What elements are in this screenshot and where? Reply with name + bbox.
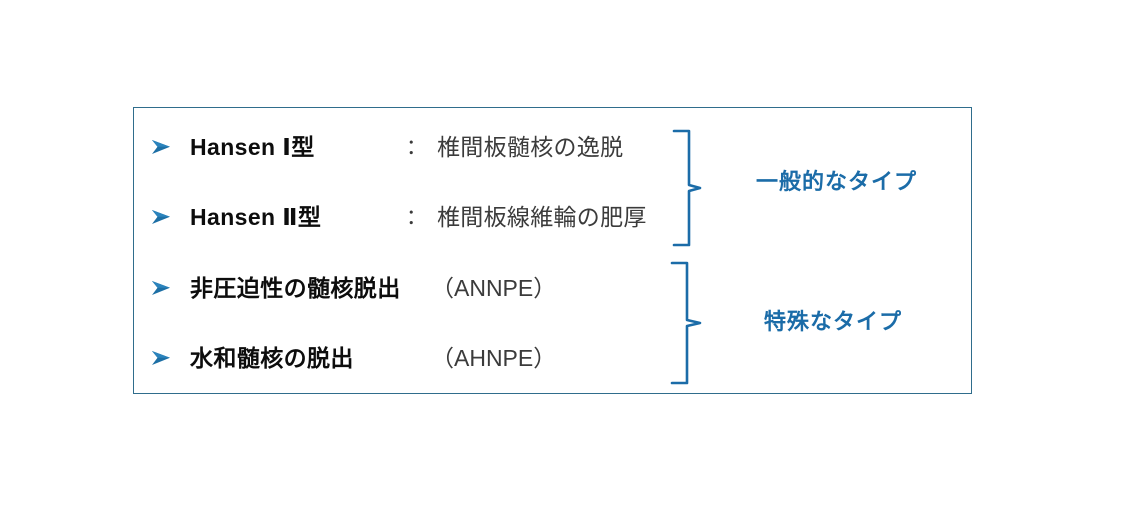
row-separator: ： bbox=[406, 135, 427, 159]
row-term: 非圧迫性の髄核脱出 bbox=[190, 274, 401, 301]
list-item: 水和髄核の脱出 （AHNPE） bbox=[134, 335, 971, 381]
list-item: Hansen Ⅱ型 ： 椎間板線維輪の肥厚 bbox=[134, 194, 971, 240]
curly-brace-right-icon bbox=[672, 128, 706, 248]
arrowhead-bullet-icon bbox=[148, 345, 174, 371]
arrowhead-bullet-icon bbox=[148, 204, 174, 230]
row-term: Hansen Ⅰ型 bbox=[190, 133, 315, 160]
group-caption-special: 特殊なタイプ bbox=[764, 309, 903, 334]
row-description: 椎間板髄核の逸脱 bbox=[437, 133, 624, 160]
arrowhead-bullet-icon bbox=[148, 134, 174, 160]
arrowhead-bullet-icon bbox=[148, 275, 174, 301]
row-term: 水和髄核の脱出 bbox=[190, 344, 354, 371]
row-code: （ANNPE） bbox=[431, 274, 557, 301]
row-description: 椎間板線維輪の肥厚 bbox=[437, 203, 647, 230]
row-separator: ： bbox=[406, 205, 427, 229]
row-term: Hansen Ⅱ型 bbox=[190, 203, 322, 230]
curly-brace-right-icon bbox=[670, 260, 704, 386]
content-panel: Hansen Ⅰ型 ： 椎間板髄核の逸脱 Hansen Ⅱ型 ： 椎間板線維輪の… bbox=[133, 107, 972, 394]
row-code: （AHNPE） bbox=[431, 344, 557, 371]
list-item: Hansen Ⅰ型 ： 椎間板髄核の逸脱 bbox=[134, 124, 971, 170]
group-caption-common: 一般的なタイプ bbox=[756, 169, 918, 194]
list-item: 非圧迫性の髄核脱出 （ANNPE） bbox=[134, 265, 971, 311]
